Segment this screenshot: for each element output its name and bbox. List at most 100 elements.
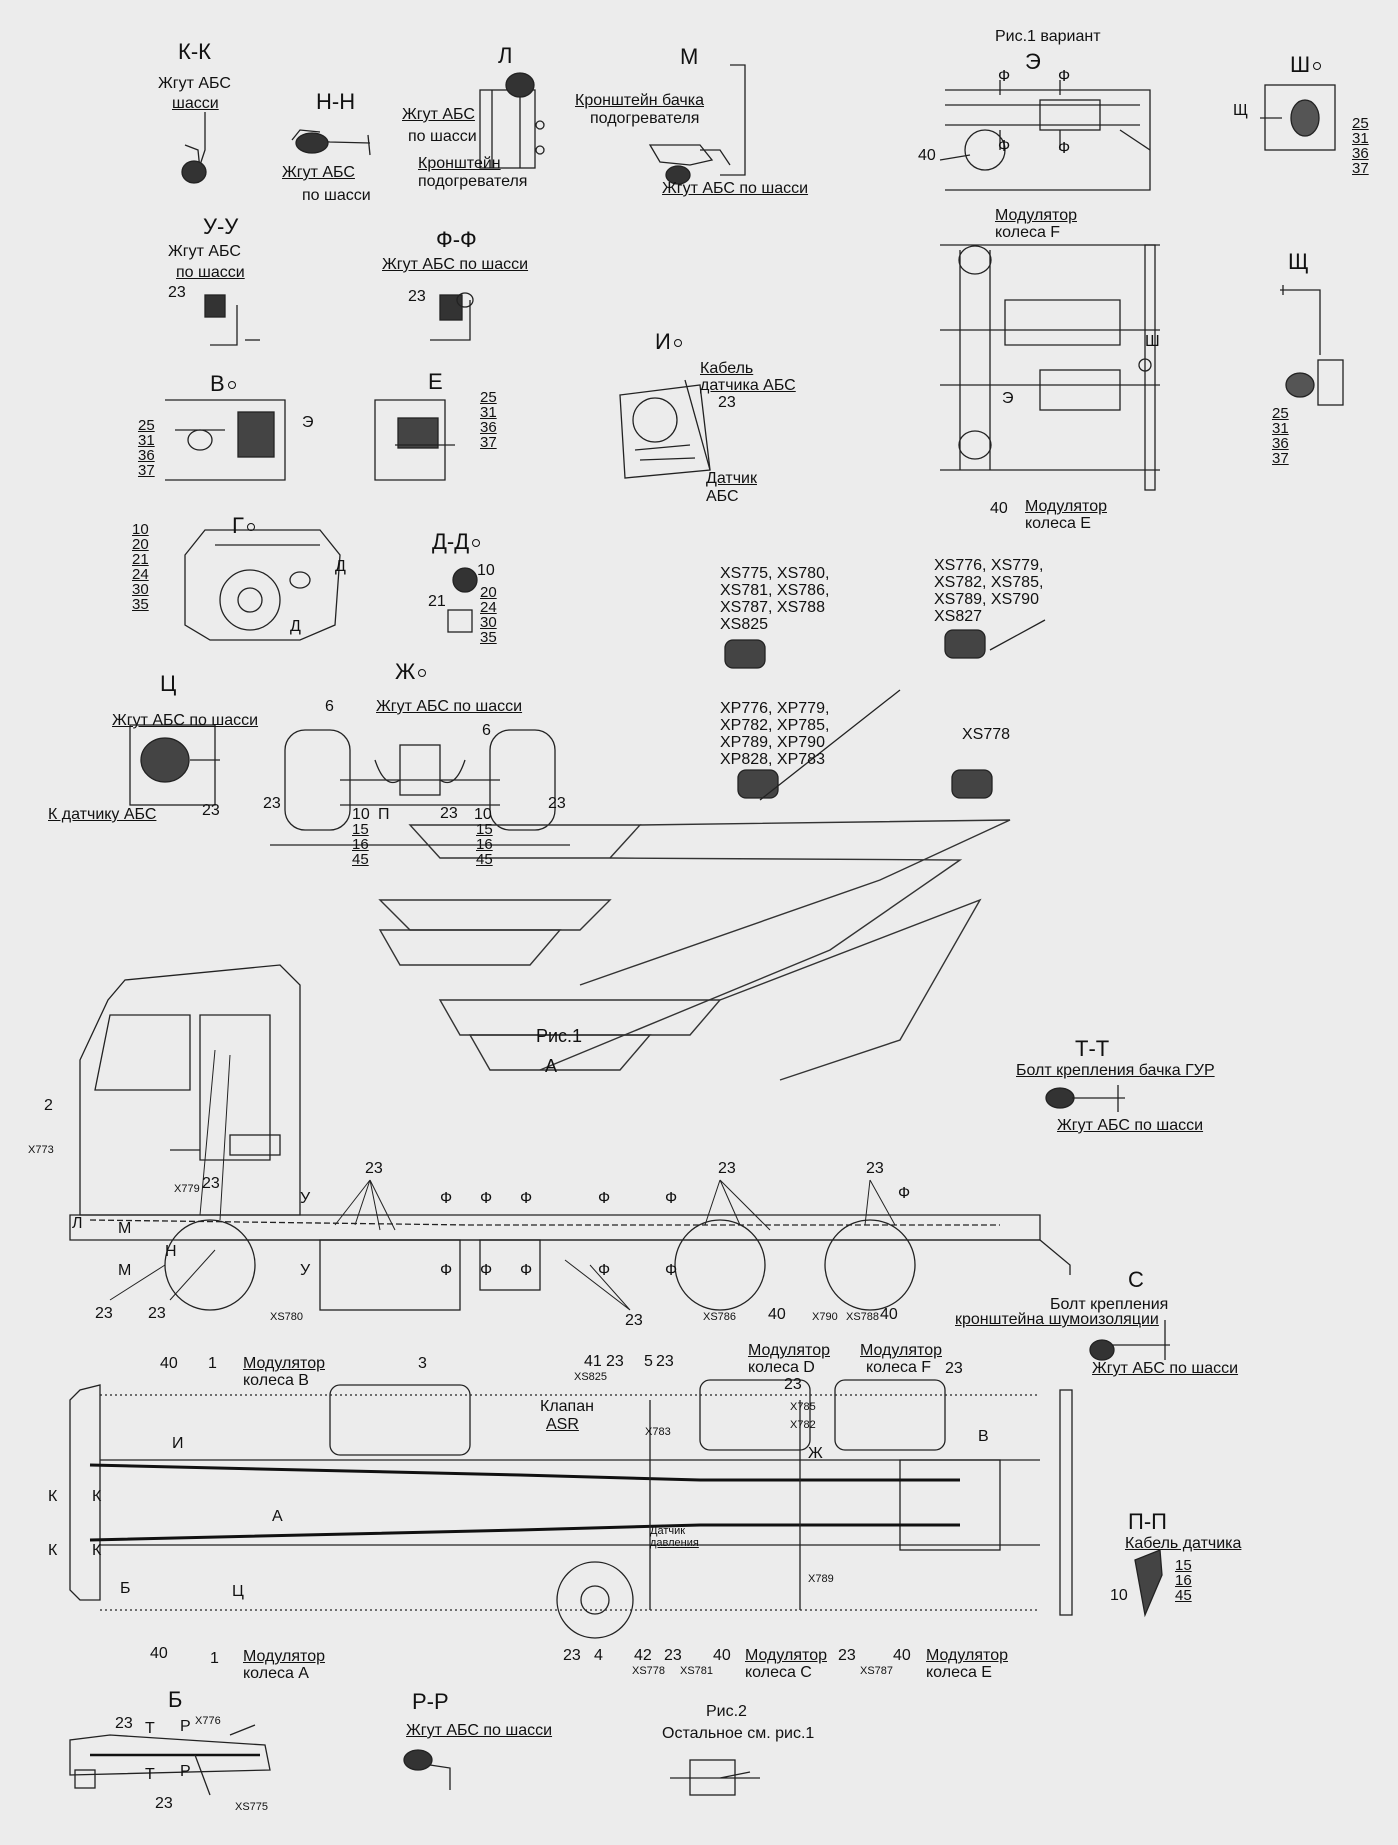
marker-n-side: Н	[165, 1243, 177, 1260]
connector-xs780: XS780	[270, 1311, 304, 1323]
marker-shch-arrow: Щ	[1233, 102, 1248, 119]
callout-23-b-1: 23	[115, 1715, 133, 1732]
manufacturer-logo	[378, 819, 1011, 1081]
connector-x790: X790	[812, 1311, 838, 1323]
label-modulator-b: Модулятор	[243, 1355, 325, 1372]
label-pressure-sensor-1: Датчик	[650, 1525, 686, 1537]
callout-21-dd: 21	[428, 593, 446, 610]
section-ts-title: Ц	[160, 671, 177, 696]
label-wheel-d: колеса D	[748, 1359, 815, 1376]
connector-x779: X779	[174, 1183, 200, 1195]
callout-23-side-4: 23	[95, 1305, 113, 1322]
marker-u-side-bottom: У	[300, 1262, 311, 1279]
fig1-variant-title: Рис.1 вариант	[995, 28, 1101, 45]
callout-23-side-6: 23	[625, 1312, 643, 1329]
callout-10-pp: 10	[1110, 1587, 1128, 1604]
callout-40-top-b: 40	[160, 1355, 178, 1372]
connector-x785: X785	[790, 1401, 816, 1413]
detail-pp-drawing	[1134, 1549, 1163, 1618]
marker-f-side-1: Ф	[440, 1190, 453, 1207]
label-l-bracket-2: подогревателя	[418, 173, 528, 190]
marker-l-side: Л	[72, 1215, 83, 1232]
label-l-bracket-1: Кронштейн	[418, 155, 501, 172]
label-i-sensor-1: Датчик	[706, 470, 757, 487]
marker-p-zh: П	[378, 806, 390, 823]
fig1-variant-drawing	[939, 80, 1151, 191]
label-s-abs-harness-chassis: Жгут АБС по шасси	[1092, 1360, 1239, 1377]
label-modulator-e: Модулятор	[926, 1647, 1008, 1664]
section-zh-title: Ж	[395, 660, 426, 684]
label-nn-on-chassis: по шасси	[302, 187, 371, 204]
detail-sh-drawing	[1260, 84, 1336, 151]
label-ff-abs-harness-chassis: Жгут АБС по шасси	[382, 256, 529, 273]
label-modulator-c: Модулятор	[745, 1647, 827, 1664]
marker-k-top-1: К	[48, 1488, 58, 1505]
truck-side-view	[69, 964, 1071, 1311]
marker-d-g-2: Д	[290, 618, 301, 635]
label-s-bolt-2: кронштейна шумоизоляции	[955, 1311, 1159, 1328]
label-ts-abs-harness-chassis: Жгут АБС по шасси	[112, 712, 259, 729]
marker-zh-top: Ж	[808, 1445, 823, 1462]
label-uu-abs-harness: Жгут АБС	[168, 243, 241, 260]
section-g-title: Г	[232, 514, 255, 538]
section-s-title: С	[1128, 1267, 1144, 1292]
callout-4: 4	[594, 1647, 603, 1664]
label-m-tank-bracket-1: Кронштейн бачка	[575, 92, 704, 109]
label-modulator-e-top: Модулятор	[1025, 498, 1107, 515]
label-m-tank-bracket-2: подогревателя	[590, 110, 700, 127]
label-kk-abs-harness: Жгут АБС	[158, 75, 231, 92]
connector-x789: X789	[808, 1573, 834, 1585]
fig1-title: Рис.1	[536, 1026, 583, 1046]
label-wheel-f-top: колеса F	[995, 224, 1061, 241]
marker-k-top-4: К	[92, 1542, 102, 1559]
label-modulator-d: Модулятор	[748, 1342, 830, 1359]
label-wheel-a: колеса A	[243, 1665, 309, 1682]
callout-10-zh-1: 10	[352, 806, 370, 823]
connector-xs778-top: XS778	[632, 1665, 666, 1677]
label-kk-chassis: шасси	[172, 95, 219, 112]
label-asr-valve-1: Клапан	[540, 1398, 594, 1415]
connector-xs787: XS787	[860, 1665, 894, 1677]
label-l-abs-harness: Жгут АБС	[402, 106, 475, 123]
callout-23-side-1: 23	[365, 1160, 383, 1177]
marker-f-side-4: Ф	[598, 1190, 611, 1207]
callout-6-zh-left: 6	[325, 698, 334, 715]
section-rr-title: Р-Р	[412, 1689, 449, 1714]
callout-23-top-7: 23	[838, 1647, 856, 1664]
callout-40-topview: 40	[990, 500, 1008, 517]
label-nn-abs-harness: Жгут АБС	[282, 164, 355, 181]
marker-f-side-3: Ф	[520, 1190, 533, 1207]
marker-a-top: А	[272, 1508, 283, 1525]
callout-23-zh-1: 23	[263, 795, 281, 812]
marker-sh-topview: Ш	[1145, 333, 1160, 350]
detail-e-drawing	[374, 399, 455, 481]
callout-23-top-6: 23	[664, 1647, 682, 1664]
label-i-cable-1: Кабель	[700, 360, 754, 377]
section-kk-title: К-К	[178, 39, 211, 64]
callout-40-top-e: 40	[893, 1647, 911, 1664]
marker-e-v: Э	[302, 414, 314, 431]
marker-e-topview: Э	[1002, 390, 1014, 407]
detail-uu-drawing	[204, 294, 260, 346]
fig2-title: Рис.2	[706, 1703, 747, 1720]
label-wheel-f: колеса F	[866, 1359, 932, 1376]
section-sh-title: Ш	[1290, 53, 1321, 77]
connector-xs825: XS825	[574, 1371, 608, 1383]
callout-42: 42	[634, 1647, 652, 1664]
section-dd-title: Д-Д	[432, 530, 480, 554]
label-modulator-f-top: Модулятор	[995, 207, 1077, 224]
leader-lines	[109, 1049, 896, 1311]
callout-40-top-a: 40	[150, 1645, 168, 1662]
detail-s-drawing	[1089, 1320, 1170, 1361]
callout-23-side-2: 23	[718, 1160, 736, 1177]
connector-x782: X782	[790, 1419, 816, 1431]
callout-23-ff: 23	[408, 288, 426, 305]
marker-m-side-2: М	[118, 1262, 132, 1279]
